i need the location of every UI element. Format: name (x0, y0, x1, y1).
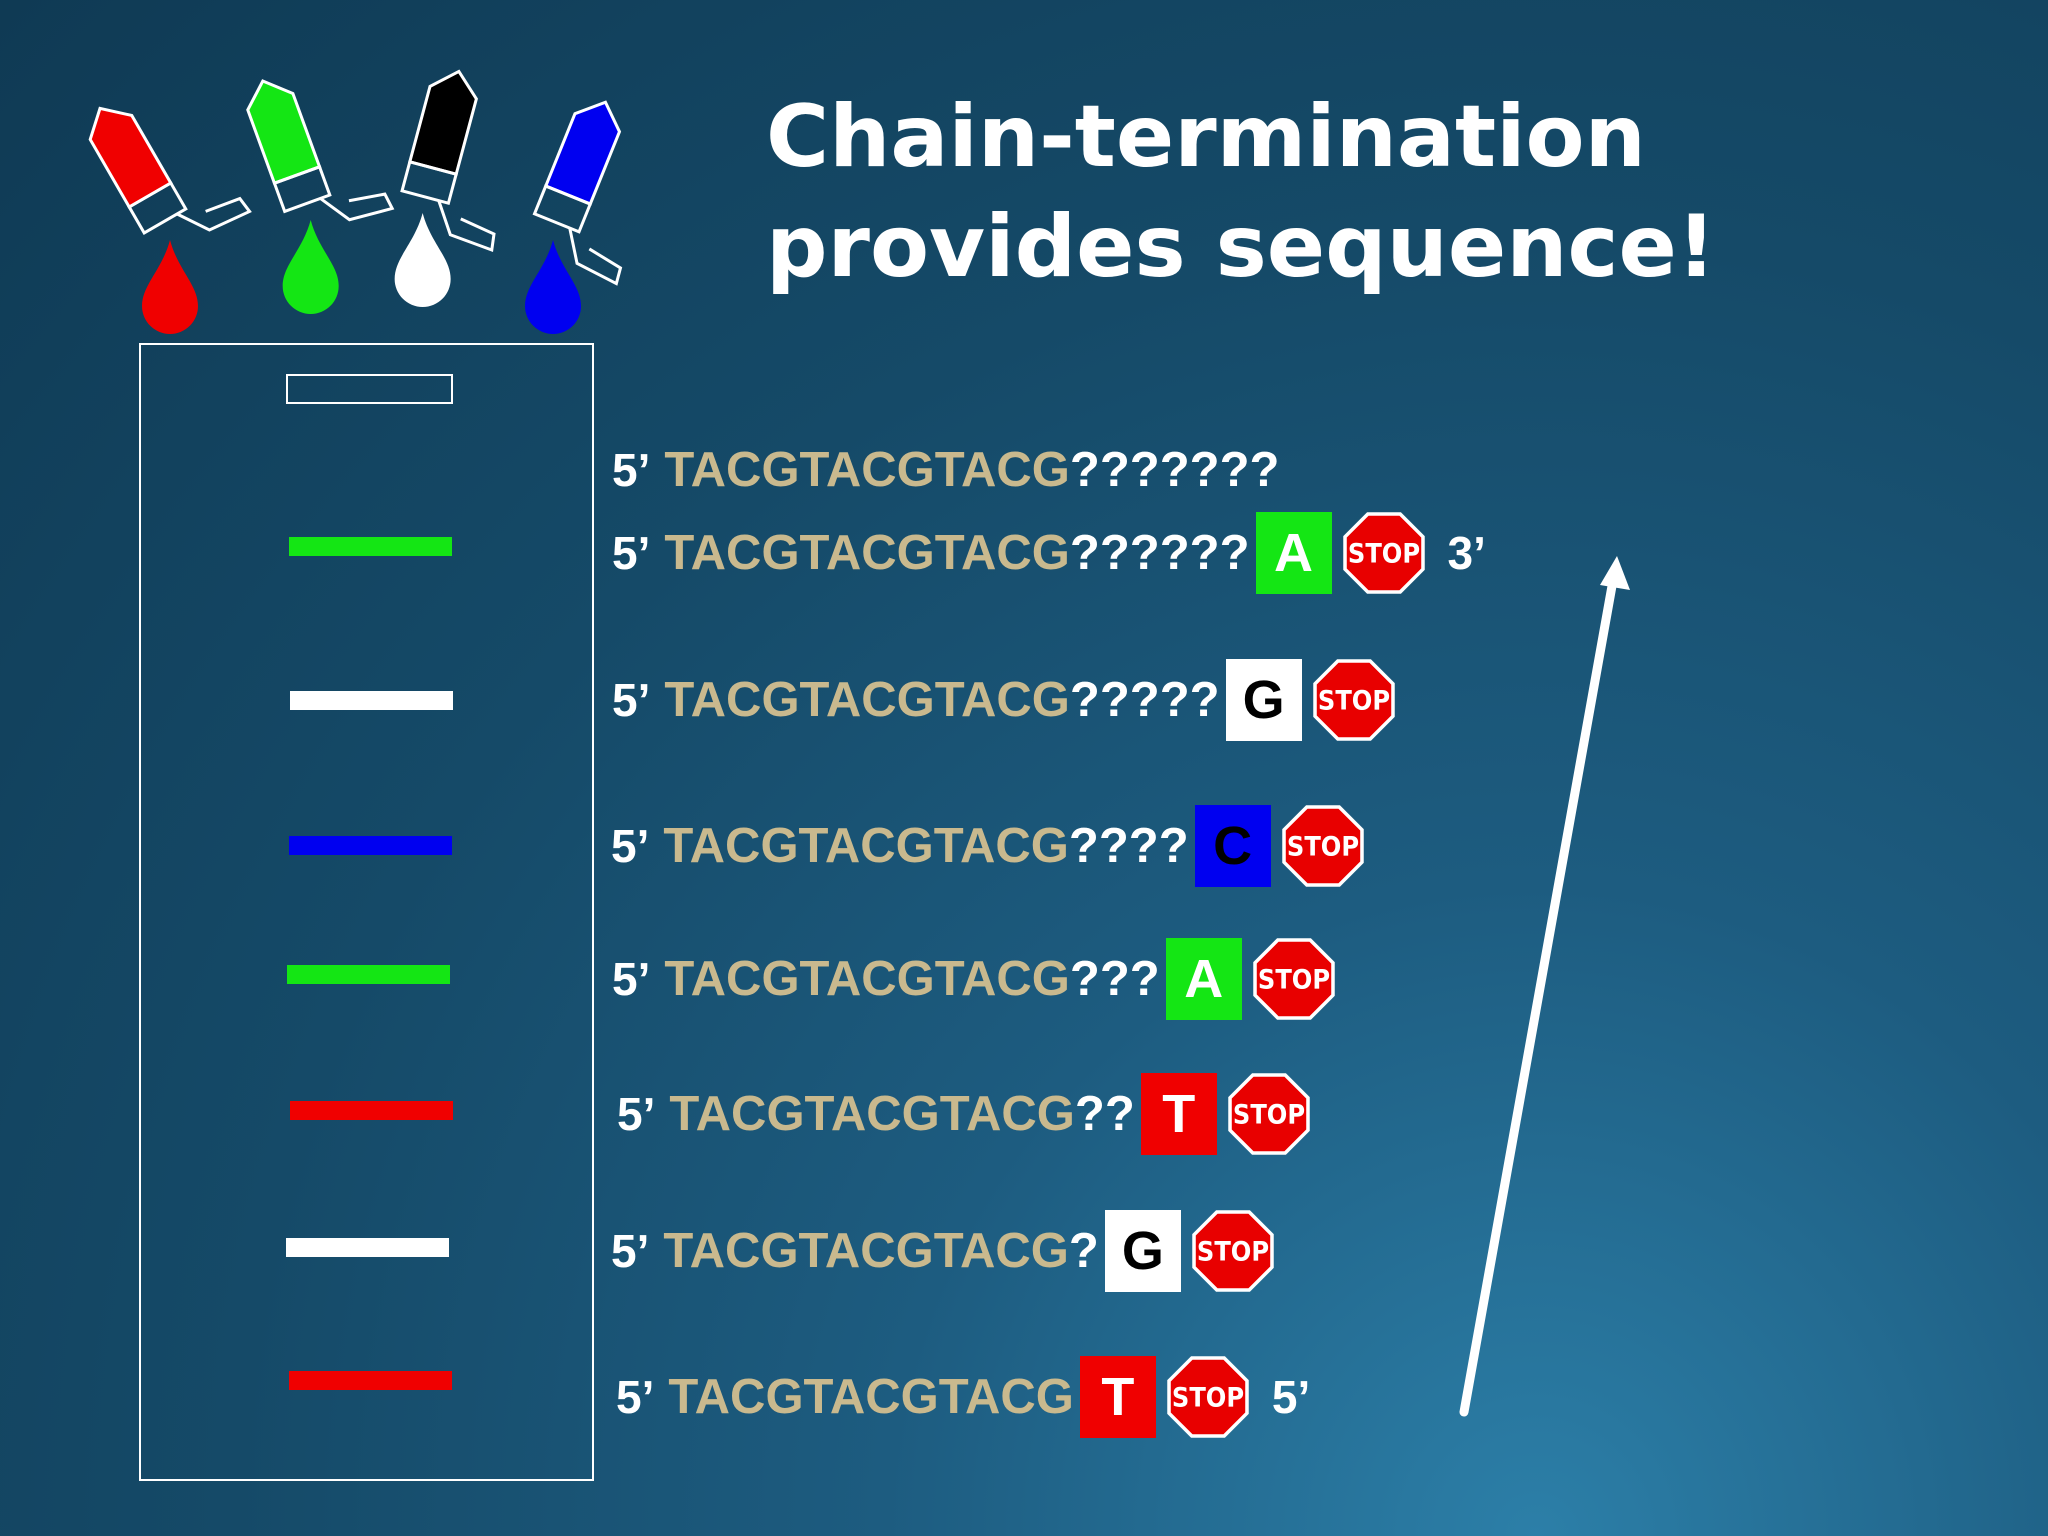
template-sequence: TACGTACGTACG (663, 1224, 1069, 1278)
five-prime-label: 5’ (611, 820, 650, 872)
terminator-base: T (1140, 1073, 1217, 1155)
gel-well (286, 374, 453, 404)
stop-label: STOP (1197, 1237, 1269, 1268)
stop-label: STOP (1347, 539, 1419, 570)
unknown-bases: ??????? (1069, 443, 1280, 497)
stop-label: STOP (1258, 965, 1330, 996)
fragment-row: 5’TACGTACGTACG????C STOP (611, 801, 1367, 891)
stop-sign-icon: STOP (1252, 938, 1335, 1020)
end-label: 3’ (1447, 527, 1486, 579)
gel-band (289, 836, 452, 855)
dropper-icon (394, 69, 496, 307)
unknown-bases: ??? (1069, 952, 1160, 1006)
template-sequence: TACGTACGTACG (663, 819, 1069, 873)
end-label: 5’ (1271, 1371, 1311, 1423)
five-prime-label: 5’ (617, 1088, 656, 1140)
dropper-icon (525, 100, 623, 334)
fragment-row: 5’TACGTACGTACG?????G STOP (612, 655, 1398, 745)
stop-label: STOP (1317, 686, 1389, 717)
dropper-icon (246, 79, 395, 314)
terminator-base: G (1104, 1210, 1181, 1292)
stop-label: STOP (1287, 832, 1359, 863)
terminator-base: A (1255, 512, 1332, 594)
fragment-row: 5’TACGTACGTACG??T STOP (617, 1069, 1313, 1159)
drop-icon (282, 220, 339, 314)
terminator-base: C (1194, 805, 1271, 887)
stop-sign-icon: STOP (1312, 659, 1395, 741)
gel-band (290, 691, 453, 710)
stop-sign-icon: STOP (1228, 1073, 1310, 1155)
fragment-row: 5’TACGTACGTACG?G STOP (611, 1206, 1277, 1296)
drop-icon (525, 240, 582, 334)
gel-band (286, 1238, 449, 1257)
five-prime-label: 5’ (612, 527, 651, 579)
stop-label: STOP (1172, 1383, 1244, 1414)
gel-band (287, 965, 450, 984)
slide-title: Chain-termination provides sequence! (766, 87, 1716, 297)
gel-band (289, 537, 452, 556)
five-prime-label: 5’ (612, 953, 651, 1005)
stop-sign-icon: STOP (1342, 512, 1425, 594)
terminator-base: T (1079, 1356, 1156, 1438)
unknown-bases: ?? (1074, 1087, 1135, 1141)
drop-icon (142, 240, 198, 334)
gel-lane (139, 343, 594, 1481)
stop-sign-icon: STOP (1192, 1210, 1274, 1292)
unknown-bases: ????? (1069, 673, 1220, 727)
five-prime-label: 5’ (616, 1371, 655, 1423)
unknown-bases: ?????? (1069, 526, 1250, 580)
stop-sign-icon: STOP (1167, 1356, 1249, 1438)
unknown-bases: ???? (1068, 819, 1189, 873)
fragment-row: 5’TACGTACGTACG??????A STOP 3’ (612, 508, 1486, 598)
drop-icon (394, 213, 451, 307)
gel-band (290, 1101, 453, 1120)
terminator-base: G (1225, 659, 1302, 741)
stop-label: STOP (1233, 1100, 1305, 1131)
fragment-row: 5’TACGTACGTACG??????? (612, 425, 1279, 515)
template-sequence: TACGTACGTACG (664, 952, 1070, 1006)
template-sequence: TACGTACGTACG (664, 443, 1070, 497)
terminator-base: A (1165, 938, 1242, 1020)
dropper-icon (88, 106, 252, 334)
five-prime-label: 5’ (612, 444, 651, 496)
template-sequence: TACGTACGTACG (664, 673, 1070, 727)
five-prime-label: 5’ (611, 1225, 650, 1277)
five-prime-label: 5’ (612, 674, 651, 726)
unknown-bases: ? (1068, 1224, 1099, 1278)
template-sequence: TACGTACGTACG (664, 526, 1070, 580)
gel-band (289, 1371, 452, 1390)
fragment-row: 5’TACGTACGTACG???A STOP (612, 934, 1338, 1024)
template-sequence: TACGTACGTACG (669, 1087, 1075, 1141)
stop-sign-icon: STOP (1281, 805, 1364, 887)
template-sequence: TACGTACGTACG (668, 1370, 1074, 1424)
arrow-head-icon (1600, 556, 1630, 590)
